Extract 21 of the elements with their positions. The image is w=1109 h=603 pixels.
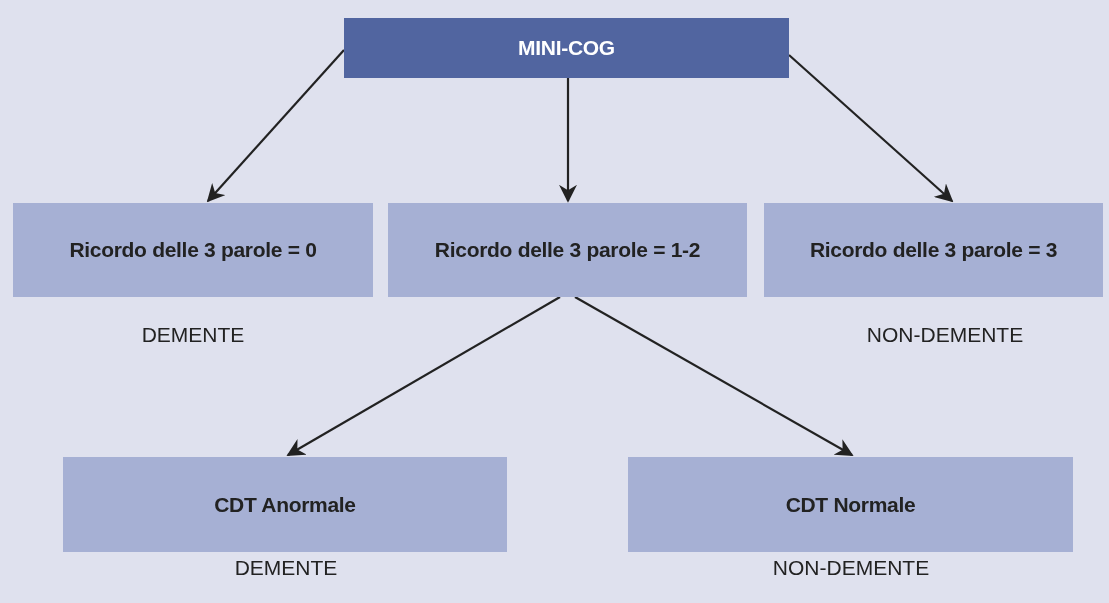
process-box: [13, 203, 373, 297]
process-box: [63, 457, 507, 552]
outcome-label: NON-DEMENTE: [866, 323, 1024, 347]
box-label: CDT Normale: [785, 492, 916, 517]
box-label: Ricordo delle 3 parole = 1-2: [434, 238, 701, 262]
arrow: [574, 296, 854, 456]
box-label: Ricordo delle 3 parole = 0: [69, 238, 317, 262]
process-box: [764, 203, 1103, 297]
arrow: [206, 49, 345, 203]
process-box: [628, 457, 1073, 552]
box-label: CDT Anormale: [214, 492, 356, 517]
outcome-label: DEMENTE: [141, 323, 245, 347]
arrow: [559, 78, 577, 203]
arrow: [286, 296, 561, 456]
process-box: [344, 18, 789, 78]
box-label: Ricordo delle 3 parole = 3: [809, 238, 1058, 262]
box-label: MINI-COG: [518, 36, 615, 60]
arrow: [788, 54, 954, 203]
outcome-label: NON-DEMENTE: [772, 556, 930, 580]
process-box: [388, 203, 747, 297]
outcome-label: DEMENTE: [234, 556, 338, 580]
